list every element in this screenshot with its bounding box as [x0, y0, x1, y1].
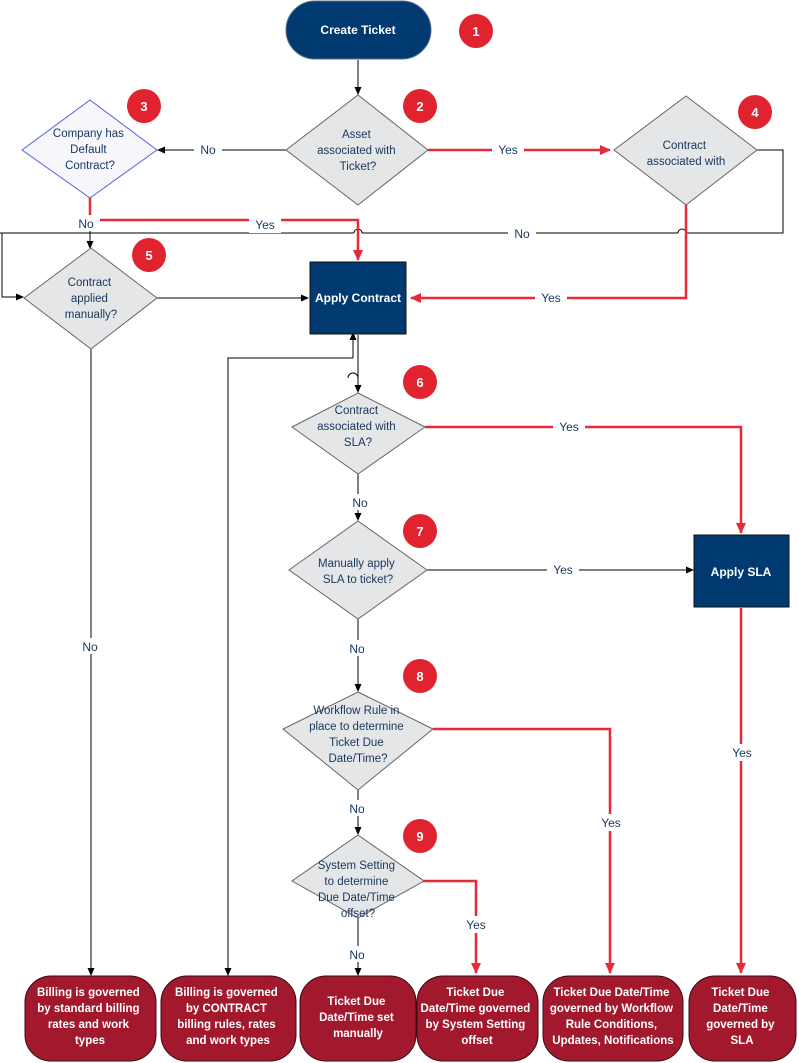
step-badges: 1 2 3 4 5 6 7 8 9 [127, 14, 772, 853]
decision-workflow-rule: Workflow Rule in place to determine Tick… [282, 691, 434, 791]
outcome-billing-contract: Billing is governed by CONTRACT billing … [160, 975, 297, 1062]
decision-contract-associated: Contract associated with [613, 95, 758, 206]
svg-text:2: 2 [416, 99, 423, 114]
decision-contract-sla: Contract associated with SLA? [291, 392, 426, 475]
outcome-due-manual: Ticket Due Date/Time set manually [299, 975, 417, 1062]
edge-label-no: No [349, 802, 365, 816]
step-badge: 9 [403, 819, 437, 853]
outcome-due-workflow: Ticket Due Date/Time governed by Workflo… [542, 975, 684, 1062]
decision-system-setting: System Setting to determine Due Date/Tim… [291, 834, 425, 920]
svg-text:Billing is governed by C: Billing is governed by CONTRACT billing … [175, 987, 281, 1047]
start-label: Create Ticket [320, 23, 395, 37]
svg-text:Contract applied m: Contract applied manually? [65, 277, 117, 321]
edge-label-no: No [352, 496, 368, 510]
black-connectors [0, 60, 784, 976]
edge-label-yes: Yes [255, 218, 275, 232]
svg-text:9: 9 [416, 829, 423, 844]
step-badge: 3 [127, 89, 161, 123]
svg-text:Contract associated with: Contract associated with SLA? [317, 405, 399, 449]
process-apply-sla: Apply SLA [693, 534, 790, 608]
step-badge: 1 [459, 14, 493, 48]
decision-contract-applied-manually: Contract applied manually? [23, 247, 158, 350]
svg-text:Apply SLA: Apply SLA [711, 565, 772, 579]
edge-label-no: No [349, 642, 365, 656]
edge-label-yes: Yes [498, 143, 518, 157]
edge-sla-yes [425, 425, 746, 534]
svg-text:Ticket Due Date/Time: Ticket Due Date/Time governed by SLA [706, 987, 778, 1047]
outcome-due-sla: Ticket Due Date/Time governed by SLA [688, 975, 797, 1062]
svg-text:Asset associated with: Asset associated with Ticket? [317, 129, 399, 173]
svg-text:Apply Contract: Apply Contract [315, 291, 401, 305]
red-connectors [88, 145, 746, 974]
svg-text:Ticket Due Date/Time gov: Ticket Due Date/Time governed by Workflo… [550, 987, 676, 1047]
edge-system-yes [421, 879, 481, 974]
svg-text:3: 3 [140, 99, 147, 114]
svg-text:System Setting to determ: System Setting to determine Due Date/Tim… [318, 860, 399, 920]
svg-text:6: 6 [416, 375, 423, 390]
step-badge: 8 [403, 659, 437, 693]
edge-label-no: No [349, 948, 365, 962]
step-badge: 7 [403, 514, 437, 548]
step-badge: 2 [403, 89, 437, 123]
edge-label-yes: Yes [559, 420, 579, 434]
decision-asset-ticket: Asset associated with Ticket? [285, 94, 429, 206]
process-apply-contract: Apply Contract [309, 261, 407, 335]
edge-label-yes: Yes [553, 563, 573, 577]
edge-contract-assoc-yes [410, 205, 688, 303]
svg-text:7: 7 [416, 524, 423, 539]
step-badge: 5 [132, 238, 166, 272]
edge-label-no: No [78, 217, 94, 231]
svg-text:Manually apply SLA to ti: Manually apply SLA to ticket? [318, 558, 398, 586]
edge-label-no: No [514, 227, 530, 241]
svg-text:5: 5 [145, 248, 152, 263]
svg-text:8: 8 [416, 669, 423, 684]
outcome-due-system-setting: Ticket Due Date/Time governed by System … [416, 975, 539, 1062]
edge-no-loop-to-manual [1, 233, 24, 301]
edge-label-no: No [82, 640, 98, 654]
svg-text:4: 4 [751, 105, 759, 120]
edge-label-yes: Yes [466, 918, 486, 932]
edge-contract-no-right [686, 149, 784, 234]
decision-manual-sla: Manually apply SLA to ticket? [288, 520, 428, 620]
svg-text:Contract associated with: Contract associated with [647, 140, 726, 168]
start-terminal: Create Ticket [285, 0, 432, 60]
svg-text:1: 1 [472, 24, 479, 39]
svg-text:Company has Default: Company has Default Contract? [53, 128, 127, 172]
edge-label-no: No [200, 143, 216, 157]
step-badge: 6 [403, 365, 437, 399]
edge-label-yes: Yes [541, 291, 561, 305]
edge-default-yes [88, 196, 363, 261]
svg-text:Workflow Rule in place t: Workflow Rule in place to determine Tick… [309, 705, 407, 765]
edge-label-yes: Yes [732, 746, 752, 760]
edge-label-yes: Yes [601, 816, 621, 830]
decision-company-default-contract: Company has Default Contract? [21, 99, 158, 199]
edge-hop-3 [347, 372, 359, 379]
edge-labels: No Yes No Yes No Yes Yes No Yes No No Ye… [72, 141, 758, 962]
outcome-billing-standard: Billing is governed by standard billing … [24, 975, 157, 1062]
svg-text:Ticket Due Date/Time set: Ticket Due Date/Time set manually [319, 996, 397, 1040]
svg-text:Ticket Due Date/Time gov: Ticket Due Date/Time governed by System … [421, 987, 534, 1047]
svg-text:Billing is governed by s: Billing is governed by standard billing … [37, 987, 143, 1047]
edge-workflow-yes [433, 727, 615, 974]
step-badge: 4 [738, 95, 772, 129]
edge-to-billing-contract [224, 357, 353, 976]
